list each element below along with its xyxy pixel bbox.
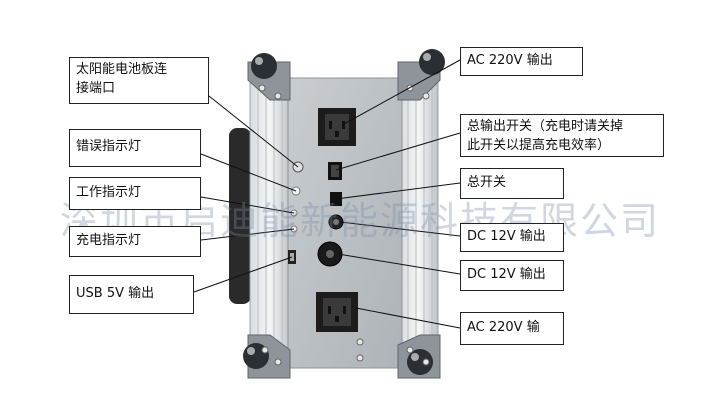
callout-charge-led: 充电指示灯 (69, 226, 201, 257)
callout-master-output-switch: 总输出开关（充电时请关掉 此开关以提高充电效率） (460, 114, 664, 157)
foot-top-left (251, 53, 277, 79)
callout-error-led: 错误指示灯 (69, 129, 201, 167)
foot-top-right (419, 49, 445, 75)
handle (229, 128, 251, 304)
leader-lines (193, 59, 461, 329)
callout-main-switch: 总开关 (460, 168, 564, 199)
callout-solar-port: 太阳能电池板连 接端口 (69, 57, 209, 104)
callout-dc-out-2: DC 12V 输出 (460, 260, 564, 291)
callout-ac-out-top: AC 220V 输出 (460, 47, 583, 76)
callout-work-led: 工作指示灯 (69, 177, 201, 210)
callout-usb-out: USB 5V 输出 (69, 275, 194, 314)
callout-ac-out-bottom: AC 220V 输 (460, 312, 564, 345)
callout-dc-out-1: DC 12V 输出 (460, 223, 564, 252)
